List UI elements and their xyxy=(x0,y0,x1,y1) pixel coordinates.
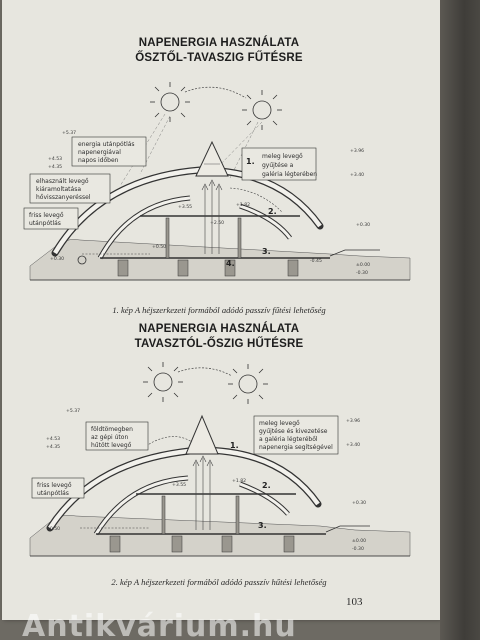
section2-title-line1: NAPENERGIA HASZNÁLATA xyxy=(138,323,300,335)
label-text: utánpótlás xyxy=(29,220,61,227)
page-edge-shadow xyxy=(440,0,480,640)
elevation-mark: +3.40 xyxy=(346,442,360,448)
label-text: energia utánpótlás xyxy=(78,141,135,148)
label-box-energy-supply: energia utánpótlás napenergiával napos i… xyxy=(71,136,147,167)
label-box-fresh-air: friss levegő utánpótlás xyxy=(23,207,79,230)
elevation-mark: +2.50 xyxy=(210,220,224,226)
elevation-mark: +1.82 xyxy=(232,478,246,484)
elevation-mark: +3.96 xyxy=(346,418,360,424)
label-text: napenergiával xyxy=(78,149,121,156)
section2-title-line2: TAVASZTÓL-ŐSZIG HŰTÉSRE xyxy=(134,338,304,350)
elevation-mark: +0.30 xyxy=(356,222,370,228)
elevation-mark: +1.82 xyxy=(236,202,250,208)
elevation-mark: -0.30 xyxy=(356,270,368,276)
label-box-fresh-air: friss levegő utánpótlás xyxy=(31,477,85,499)
elevation-mark: +3.55 xyxy=(172,482,186,488)
label-text: elhasznált levegő xyxy=(36,178,89,185)
sun-icon-left xyxy=(143,362,183,402)
figure2-caption: 2. kép A héjszerkezeti formából adódó pa… xyxy=(111,577,327,587)
elevation-mark: +0.30 xyxy=(352,500,366,506)
zone-number: 4. xyxy=(226,259,235,268)
elevation-mark: ±0.00 xyxy=(356,262,370,268)
heating-diagram: energia utánpótlás napenergiával napos i… xyxy=(23,82,411,281)
zone-number: 1. xyxy=(230,441,239,450)
label-box-warm-air: meleg levegő gyűjtése a galéria légteréb… xyxy=(241,147,317,181)
label-text: hővisszanyeréssel xyxy=(36,194,91,201)
zone-number: 2. xyxy=(262,481,271,490)
label-box-ground-cooled-air: földtömegben az gépi úton hűtött levegő xyxy=(85,421,149,451)
label-text: friss levegő xyxy=(29,212,64,219)
zone-number: 3. xyxy=(258,521,267,530)
zone-number: 3. xyxy=(262,247,271,256)
watermark: Antikvárium.hu xyxy=(22,610,297,640)
elevation-mark: +3.40 xyxy=(350,172,364,178)
label-text: gyűjtése a xyxy=(262,162,294,169)
elevation-mark: +4.35 xyxy=(46,444,60,450)
label-text: hűtött levegő xyxy=(91,442,132,449)
label-text: földtömegben xyxy=(91,426,133,433)
elevation-mark: +4.53 xyxy=(46,436,60,442)
elevation-mark: +0.30 xyxy=(50,256,64,262)
elevation-mark: +3.55 xyxy=(178,204,192,210)
label-text: kiáramoltatása xyxy=(36,186,81,193)
elevation-mark: +4.53 xyxy=(48,156,62,162)
cooling-diagram: földtömegben az gépi úton hűtött levegő … xyxy=(29,362,411,557)
section1-title-line1: NAPENERGIA HASZNÁLATA xyxy=(138,37,300,49)
zone-number: 1. xyxy=(246,157,255,166)
elevation-mark: ±0.00 xyxy=(352,538,366,544)
figure1-caption: 1. kép A héjszerkezeti formából adódó pa… xyxy=(112,305,326,315)
sun-icon-left xyxy=(150,82,190,122)
sun-icon-right xyxy=(242,90,282,130)
label-text: meleg levegő xyxy=(259,420,300,427)
label-text: meleg levegő xyxy=(262,153,303,160)
section1-title-line2: ŐSZTŐL-TAVASZIG FŰTÉSRE xyxy=(135,52,303,64)
elevation-mark: +4.35 xyxy=(48,164,62,170)
label-box-warm-air-exhaust: meleg levegő gyűjtése és kivezetése a ga… xyxy=(253,415,339,455)
elevation-mark: +0.50 xyxy=(46,526,60,532)
label-box-exhaust-air: elhasznált levegő kiáramoltatása hővissz… xyxy=(29,173,111,204)
page-number: 103 xyxy=(346,596,363,608)
zone-number: 2. xyxy=(268,207,277,216)
label-text: friss levegő xyxy=(37,482,72,489)
elevation-mark: +0.50 xyxy=(152,244,166,250)
elevation-mark: +5.37 xyxy=(62,130,76,136)
label-text: napos időben xyxy=(78,157,119,164)
elevation-mark: +5.37 xyxy=(66,408,80,414)
label-text: napenergia segítségével xyxy=(259,444,333,451)
label-text: galéria légterében xyxy=(262,171,317,178)
label-text: az gépi úton xyxy=(91,434,128,441)
sun-icon-right xyxy=(228,364,268,404)
label-text: a galéria légteréből xyxy=(259,436,318,443)
elevation-mark: +3.96 xyxy=(350,148,364,154)
elevation-mark: -0.45 xyxy=(310,258,322,264)
label-text: gyűjtése és kivezetése xyxy=(259,428,328,435)
label-text: utánpótlás xyxy=(37,490,69,497)
elevation-mark: -0.30 xyxy=(352,546,364,552)
